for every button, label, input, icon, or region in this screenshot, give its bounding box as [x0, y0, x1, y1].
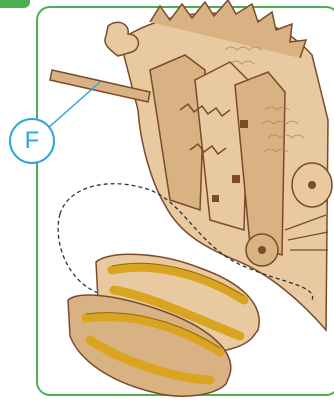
callout-circle: F — [9, 118, 55, 164]
callout-label: F — [25, 127, 40, 155]
guide-line — [48, 82, 100, 128]
